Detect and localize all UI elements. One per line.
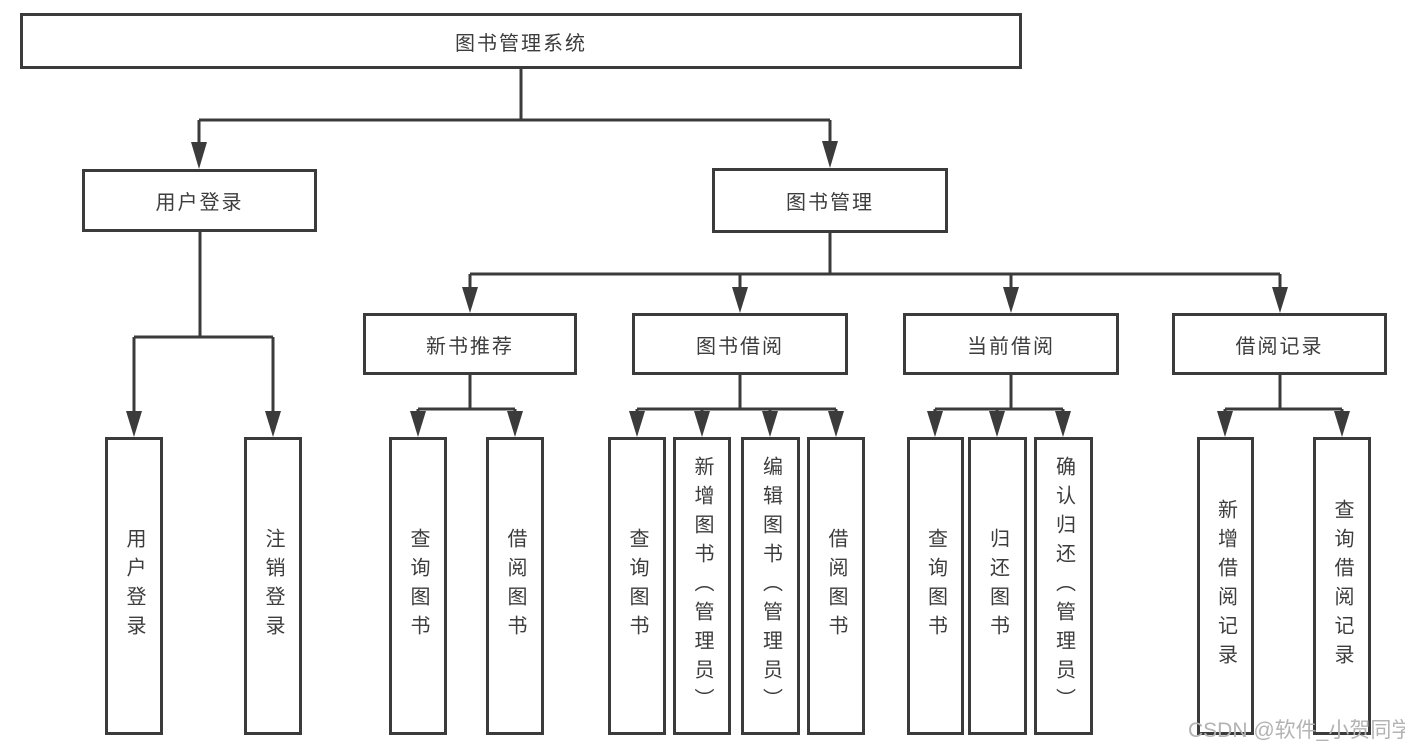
leaf-cb-return-books: 归还图书 <box>968 437 1027 735</box>
connector-borrow-records-split <box>1217 375 1350 437</box>
leaf-cb-query-books: 查询图书 <box>907 437 964 735</box>
leaf-cb-return-books-label: 归还图书 <box>986 528 1009 644</box>
connector-root-split <box>191 68 838 169</box>
arrowhead-bb-add <box>694 411 710 437</box>
leaf-bb-query-books: 查询图书 <box>608 437 666 735</box>
leaf-bb-edit-books-label: 编辑图书（管理员） <box>759 455 782 717</box>
arrowhead-br-add <box>1217 411 1233 437</box>
node-user-login-label: 用户登录 <box>155 192 244 214</box>
leaf-user-login: 用户登录 <box>105 437 163 735</box>
arrowhead-cb-return <box>989 411 1005 437</box>
csdn-watermark: CSDN @软件_小贺同学 <box>1188 719 1405 742</box>
leaf-bb-add-books-label: 新增图书（管理员） <box>691 455 713 717</box>
leaf-bb-edit-books: 编辑图书（管理员） <box>741 437 800 735</box>
arrowhead-bb-borrow <box>828 411 844 437</box>
connector-book-mgmt-split <box>462 233 1288 313</box>
arrowhead-leaf-user-login <box>126 411 142 437</box>
arrowhead-br-query <box>1334 411 1350 437</box>
leaf-br-add-record-label: 新增借阅记录 <box>1214 499 1237 673</box>
connector-user-login-split <box>126 232 281 437</box>
leaf-user-login-label: 用户登录 <box>123 528 145 644</box>
arrowhead-cb-confirm <box>1055 411 1071 437</box>
node-current-borrow: 当前借阅 <box>903 313 1119 375</box>
leaf-cb-confirm-return: 确认归还（管理员） <box>1034 437 1093 735</box>
leaf-nb-query-books-label: 查询图书 <box>407 528 429 644</box>
arrowhead-bb-edit <box>762 411 778 437</box>
node-book-borrow-label: 图书借阅 <box>696 335 784 358</box>
connector-book-borrow-split <box>629 375 844 437</box>
connector-new-book-rec-split <box>410 375 523 437</box>
arrowhead-nb-query <box>410 411 426 437</box>
leaf-nb-borrow-books: 借阅图书 <box>486 437 544 735</box>
leaf-bb-query-books-label: 查询图书 <box>626 528 648 644</box>
arrowhead-nb-borrow <box>507 411 523 437</box>
node-new-book-rec: 新书推荐 <box>363 313 577 375</box>
leaf-bb-borrow-books-label: 借阅图书 <box>825 528 847 644</box>
node-book-mgmt: 图书管理 <box>712 168 948 233</box>
arrowhead-user-login <box>191 142 207 169</box>
node-book-borrow: 图书借阅 <box>632 313 848 375</box>
leaf-br-query-record-label: 查询借阅记录 <box>1331 499 1353 673</box>
connector-current-borrow-split <box>927 375 1071 437</box>
node-book-mgmt-label: 图书管理 <box>786 192 874 214</box>
leaf-br-add-record: 新增借阅记录 <box>1197 437 1254 735</box>
arrowhead-borrow-records <box>1272 287 1288 313</box>
leaf-cb-query-books-label: 查询图书 <box>924 528 947 644</box>
node-current-borrow-label: 当前借阅 <box>967 335 1055 358</box>
leaf-logout-label: 注销登录 <box>262 528 284 644</box>
leaf-nb-borrow-books-label: 借阅图书 <box>504 528 526 644</box>
node-borrow-records-label: 借阅记录 <box>1235 335 1324 358</box>
arrowhead-book-mgmt <box>822 141 838 168</box>
leaf-logout: 注销登录 <box>244 437 302 735</box>
node-root-label: 图书管理系统 <box>455 32 587 55</box>
leaf-nb-query-books: 查询图书 <box>389 437 447 735</box>
arrowhead-current-borrow <box>1003 287 1019 313</box>
arrowhead-book-borrow <box>732 287 748 313</box>
arrowhead-cb-query <box>927 411 943 437</box>
arrowhead-new-book-rec <box>462 287 478 313</box>
leaf-bb-borrow-books: 借阅图书 <box>807 437 865 735</box>
node-root: 图书管理系统 <box>20 13 1022 69</box>
arrowhead-bb-query <box>629 411 645 437</box>
node-user-login: 用户登录 <box>82 169 317 232</box>
leaf-br-query-record: 查询借阅记录 <box>1313 437 1371 735</box>
leaf-bb-add-books: 新增图书（管理员） <box>673 437 731 735</box>
node-new-book-rec-label: 新书推荐 <box>426 335 514 358</box>
node-borrow-records: 借阅记录 <box>1172 313 1387 375</box>
leaf-cb-confirm-return-label: 确认归还（管理员） <box>1052 455 1075 717</box>
arrowhead-leaf-logout <box>265 411 281 437</box>
